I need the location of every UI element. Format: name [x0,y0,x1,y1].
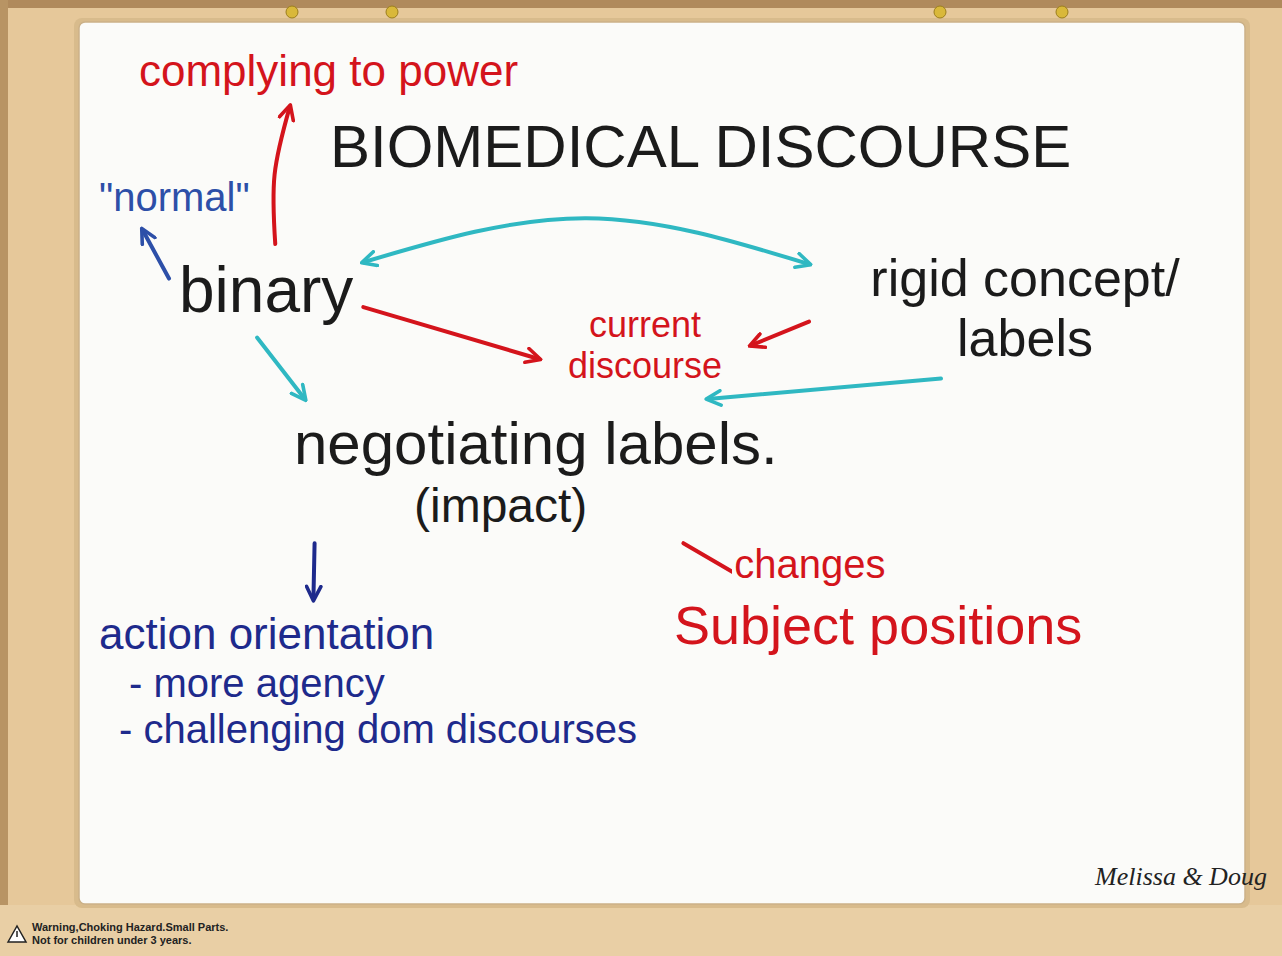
text-node: negotiating labels.(impact) [290,405,782,537]
board-title: BIOMEDICAL DISCOURSE [330,112,1071,181]
text-node: complying to power [135,42,522,101]
node-text: - challenging dom discourses [99,706,637,752]
brass-screw [1056,6,1068,18]
brand-mark: Melissa & Doug [1095,862,1267,892]
text-node: Subject positions [670,590,1086,660]
brass-screw [934,6,946,18]
arrow-connector [273,107,289,244]
node-text: rigid concept/ labels [819,249,1231,369]
node-text: "normal" [99,174,250,220]
arrow-connector [143,230,169,279]
arrow-connector [363,218,809,264]
brass-screw [386,6,398,18]
node-text: - more agency [99,660,637,706]
board-surface [79,22,1245,904]
node-text: negotiating labels. [294,409,778,478]
node-text: action orientation [99,609,637,660]
warning-text: Not for children under 3 years. [32,934,192,947]
warning-text: Warning,Choking Hazard.Small Parts. [32,921,228,934]
edge-label: changes [732,541,887,587]
arrow-connector [313,543,314,599]
node-text: current discourse [549,304,741,387]
text-node: binary [175,250,357,332]
node-text: binary [179,254,353,328]
arrow-connector [708,379,941,399]
arrow-connector [257,338,305,399]
text-node: action orientation- more agency- challen… [95,605,641,756]
node-text: complying to power [139,46,518,97]
brass-screw [286,6,298,18]
frame-bottom-rail [0,905,1282,956]
text-node: rigid concept/ labels [815,245,1235,373]
text-node: "normal" [95,170,254,224]
warning-mark [16,931,18,937]
node-text: Subject positions [674,594,1082,656]
arrow-connector [751,322,809,346]
text-node: current discourse [545,300,745,391]
warning-triangle [8,926,26,942]
frame-top-edge [0,0,1282,8]
frame-left-edge [0,0,8,956]
node-text: (impact) [294,478,778,533]
connectors [143,107,941,599]
arrow-connector [363,307,539,359]
board-shadow [74,18,1250,908]
